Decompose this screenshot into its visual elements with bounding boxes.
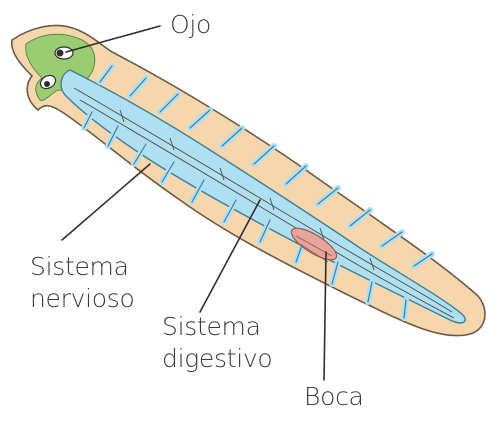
- leader-nervioso: [62, 164, 150, 240]
- label-sistema-digestivo-2: digestivo: [162, 344, 272, 374]
- label-ojo: Ojo: [170, 10, 211, 40]
- label-sistema-nervioso-1: Sistema: [30, 252, 129, 282]
- label-sistema-digestivo-1: Sistema: [162, 312, 261, 342]
- label-sistema-nervioso-2: nervioso: [30, 284, 134, 314]
- label-boca: Boca: [304, 382, 364, 412]
- eye-icon: [55, 47, 73, 59]
